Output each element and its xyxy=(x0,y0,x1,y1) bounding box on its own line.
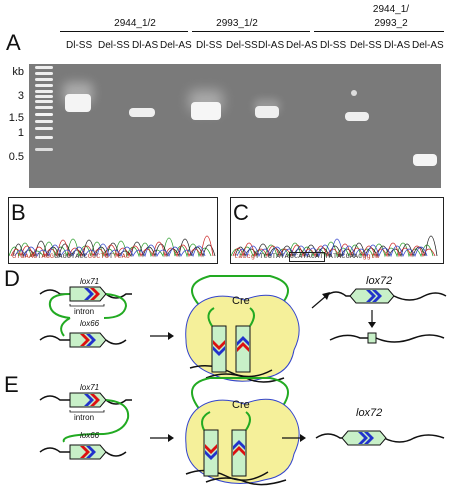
lane-label: Dl-AS xyxy=(384,40,411,51)
size-marker-label: 1.5 xyxy=(8,112,24,124)
size-marker-label: 1 xyxy=(17,127,24,139)
lox66-label: lox66 xyxy=(80,319,100,328)
lox72-label: lox72 xyxy=(366,275,392,287)
d-substrate: lox71 intron lox66 xyxy=(39,277,132,348)
ladder-band xyxy=(35,127,53,130)
lane-label: Dl-SS xyxy=(196,40,223,51)
group-line-2944 xyxy=(60,31,188,32)
ladder-band xyxy=(35,136,53,139)
ladder-band xyxy=(35,95,53,98)
panel-a-letter: A xyxy=(6,30,21,55)
lane-label: Del-AS xyxy=(412,40,444,51)
gel-band xyxy=(255,106,279,118)
lane-label: Del-AS xyxy=(160,40,192,51)
group-label-2993: 2993_1/2 xyxy=(216,18,258,29)
lox71-label: lox71 xyxy=(80,383,99,392)
ladder-band xyxy=(35,90,53,93)
recombination-schematic: D E lox71 intron lox66 Cre xyxy=(4,266,447,486)
ladder-band xyxy=(35,113,53,116)
group-label-2944: 2944_1/2 xyxy=(114,18,156,29)
size-marker-label: 0.5 xyxy=(8,151,24,163)
seq-segment: ggta xyxy=(362,253,380,261)
d-product: lox72 xyxy=(325,275,447,344)
cre-label: Cre xyxy=(232,399,250,411)
lane-label: Dl-AS xyxy=(258,40,285,51)
lox66-label: lox66 xyxy=(80,431,100,440)
ladder-band xyxy=(35,148,53,151)
e-arrow-1 xyxy=(150,434,174,442)
gel-band xyxy=(413,154,437,166)
cre-label: Cre xyxy=(232,295,250,307)
group-label-mix-line1: 2944_1/ xyxy=(372,4,410,15)
ladder-band xyxy=(35,120,53,123)
size-unit-label: kb xyxy=(12,66,24,78)
sequence-c: taccgTTCGTATAGCATACATTATACGAACggta xyxy=(234,252,380,262)
e-substrate: lox71 intron lox66 xyxy=(39,383,132,460)
panel-b-letter: B xyxy=(11,200,26,225)
lane-label: Dl-AS xyxy=(132,40,159,51)
e-synapse: Cre xyxy=(185,377,300,486)
lane-label: Dl-SS xyxy=(66,40,93,51)
lane-label: Del-SS xyxy=(226,40,258,51)
seq-segment: TATACGAAC xyxy=(324,253,363,261)
gel-band xyxy=(345,112,369,121)
gel-band xyxy=(191,102,221,120)
e-product: lox72 xyxy=(315,407,445,446)
intron-label: intron xyxy=(74,307,94,316)
panel-e-letter: E xyxy=(4,372,19,397)
ladder-band xyxy=(35,100,53,103)
seq-segment: GCCTG xyxy=(87,253,109,261)
lane-label: Del-SS xyxy=(98,40,130,51)
chromatogram-b: B GTGAAGTAGGGAGGTACCGCCTGTTCAC xyxy=(8,197,218,264)
ladder-band xyxy=(35,72,53,75)
d-synapse: Cre xyxy=(185,275,300,383)
ladder-band xyxy=(35,84,53,87)
gel-band xyxy=(65,94,91,112)
panel-c-letter: C xyxy=(233,200,249,225)
e-arrow-2 xyxy=(282,434,306,442)
gel-well-smudge xyxy=(351,90,357,96)
size-marker-label: 3 xyxy=(17,90,24,102)
seq-segment: TCAC xyxy=(113,253,131,261)
ladder-band xyxy=(35,66,53,69)
lane-label: Dl-SS xyxy=(320,40,347,51)
intron-label: intron xyxy=(74,413,94,422)
ladder-band xyxy=(35,78,53,81)
gel-band xyxy=(129,108,155,117)
seq-segment: taccg xyxy=(234,253,256,261)
group-label-mix-line2: 2993_2 xyxy=(374,18,408,29)
seq-segment-boxed: GCATACAT xyxy=(288,252,325,262)
d-arrow-1 xyxy=(150,332,174,340)
panel-d-letter: D xyxy=(4,266,20,291)
seq-segment: GTGAAG xyxy=(12,253,38,261)
lane-label: Del-AS xyxy=(286,40,318,51)
seq-segment: TTCGTATA xyxy=(255,253,289,261)
agarose-gel xyxy=(29,64,441,188)
seq-segment: AGG xyxy=(41,253,55,261)
group-line-2993 xyxy=(192,31,310,32)
seq-segment: T xyxy=(37,253,42,261)
chromatogram-c: C taccgTTCGTATAGCATACATTATACGAACggta xyxy=(230,197,444,264)
chromatogram-traces-b xyxy=(9,235,216,258)
lox72-label: lox72 xyxy=(356,407,382,419)
sequence-b: GTGAAGTAGGGAGGTACCGCCTGTTCAC xyxy=(12,253,130,261)
ladder-band xyxy=(35,106,53,109)
seq-segment: GAGGTACC xyxy=(54,253,88,261)
lox71-label: lox71 xyxy=(80,277,99,286)
seq-segment: T xyxy=(108,253,114,261)
group-line-mix xyxy=(314,31,444,32)
chromatogram-traces-c xyxy=(231,235,438,258)
lane-label: Del-SS xyxy=(350,40,382,51)
